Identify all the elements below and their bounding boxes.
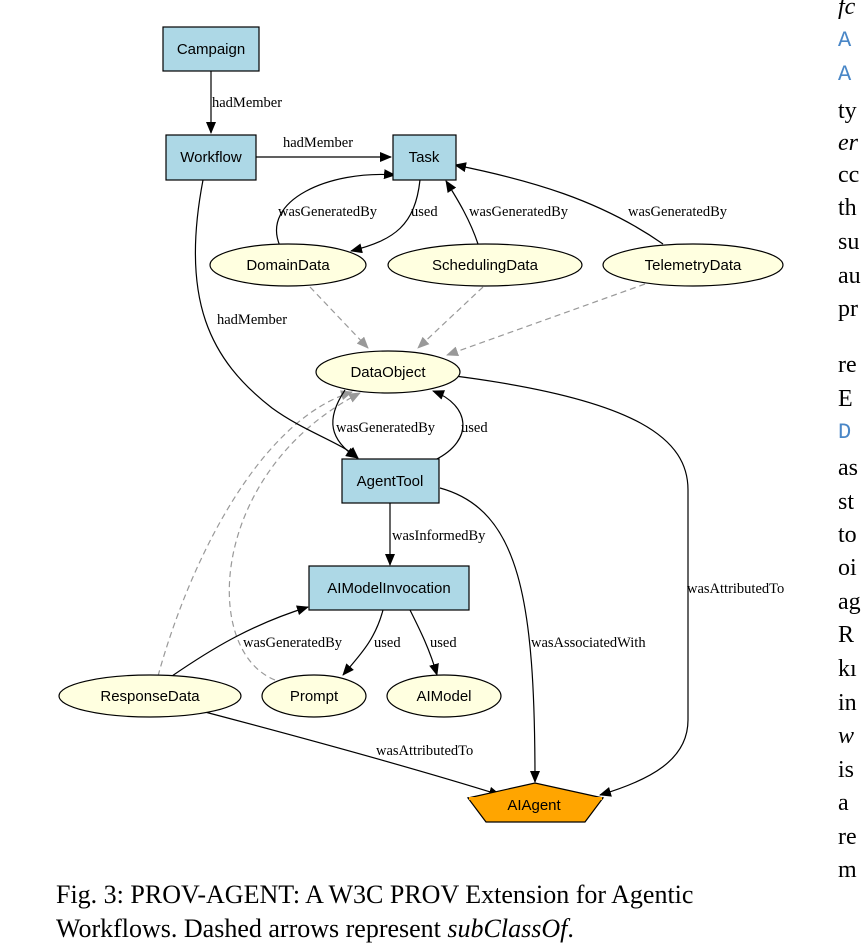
node-ai-model-invocation: AIModelInvocation bbox=[308, 565, 470, 611]
column-line: A bbox=[838, 28, 852, 53]
node-aiagent-label: AIAgent bbox=[507, 797, 561, 814]
label-workflow-task: hadMember bbox=[283, 135, 353, 151]
column-line: to bbox=[838, 522, 857, 548]
node-telemetrydata: TelemetryData bbox=[602, 243, 784, 287]
column-line: ty bbox=[838, 98, 857, 124]
edge-agenttool-aiagent bbox=[439, 487, 540, 783]
edge-labels: hadMember hadMember wasGeneratedBy used … bbox=[212, 95, 784, 759]
column-line: w bbox=[838, 723, 855, 749]
label-invocation-prompt: used bbox=[374, 635, 401, 651]
node-workflow-label: Workflow bbox=[180, 149, 242, 166]
column-line: th bbox=[838, 195, 857, 221]
node-domaindata: DomainData bbox=[209, 243, 367, 287]
label-schedulingdata-task: wasGeneratedBy bbox=[469, 204, 569, 220]
label-workflow-agenttool: hadMember bbox=[217, 312, 287, 328]
label-agenttool-invocation: wasInformedBy bbox=[392, 528, 486, 544]
node-telemetrydata-label: TelemetryData bbox=[645, 257, 742, 274]
label-dataobject-aiagent: wasAttributedTo bbox=[687, 581, 784, 597]
column-line: E bbox=[838, 386, 853, 412]
label-agenttool-aiagent: wasAssociatedWith bbox=[531, 635, 646, 651]
edge-invocation-prompt bbox=[342, 609, 384, 676]
column-line: A bbox=[838, 62, 852, 87]
node-prompt-label: Prompt bbox=[290, 688, 339, 705]
node-campaign: Campaign bbox=[162, 26, 260, 72]
edge-schedulingdata-subclass-dataobject bbox=[417, 286, 484, 349]
column-line: re bbox=[838, 824, 857, 850]
edge-dataobject-agenttool bbox=[332, 389, 358, 459]
column-line: in bbox=[838, 690, 857, 716]
label-domaindata-task: wasGeneratedBy bbox=[278, 204, 378, 220]
column-line: ag bbox=[838, 589, 861, 615]
column-line: as bbox=[838, 455, 858, 481]
column-line: st bbox=[838, 489, 855, 515]
node-campaign-label: Campaign bbox=[177, 41, 245, 58]
edge-invocation-aimodel bbox=[409, 609, 439, 676]
column-line: D bbox=[838, 420, 852, 445]
edge-telemetrydata-task bbox=[454, 162, 664, 245]
label-task-domaindata: used bbox=[411, 204, 438, 220]
relation-edges bbox=[171, 71, 689, 797]
label-telemetrydata-task: wasGeneratedBy bbox=[628, 204, 728, 220]
node-aimodel-label: AIModel bbox=[416, 688, 471, 705]
caption-text: Fig. 3: PROV-AGENT: A W3C PROV Extension… bbox=[56, 880, 694, 943]
column-line: oi bbox=[838, 555, 857, 581]
column-line: m bbox=[838, 857, 857, 883]
column-line: R bbox=[838, 622, 855, 648]
node-domaindata-label: DomainData bbox=[246, 257, 330, 274]
edge-agenttool-dataobject bbox=[432, 390, 464, 461]
label-responsedata-aiagent: wasAttributedTo bbox=[376, 743, 473, 759]
edge-responsedata-aiagent bbox=[204, 711, 501, 797]
node-task-label: Task bbox=[409, 149, 440, 166]
column-line: kı bbox=[838, 656, 857, 682]
column-line: cc bbox=[838, 162, 860, 188]
column-line: er bbox=[838, 130, 858, 156]
figure-caption: Fig. 3: PROV-AGENT: A W3C PROV Extension… bbox=[56, 878, 816, 946]
node-responsedata-label: ResponseData bbox=[100, 688, 200, 705]
node-ai-model-invocation-label: AIModelInvocation bbox=[327, 580, 450, 597]
label-responsedata-invocation: wasGeneratedBy bbox=[243, 635, 343, 651]
column-line: a bbox=[838, 790, 849, 816]
caption-emphasis: subClassOf bbox=[447, 914, 568, 943]
node-dataobject-label: DataObject bbox=[350, 364, 426, 381]
node-responsedata: ResponseData bbox=[58, 674, 242, 718]
edge-responsedata-subclass-dataobject bbox=[157, 390, 353, 677]
provenance-diagram: hadMember hadMember wasGeneratedBy used … bbox=[58, 26, 784, 823]
edge-domaindata-subclass-dataobject bbox=[309, 286, 369, 349]
label-campaign-workflow: hadMember bbox=[212, 95, 282, 111]
node-aimodel: AIModel bbox=[386, 674, 502, 718]
activity-nodes: Campaign Workflow Task AgentTool AIModel… bbox=[162, 26, 470, 611]
node-prompt: Prompt bbox=[261, 674, 367, 718]
label-invocation-aimodel: used bbox=[430, 635, 457, 651]
node-dataobject: DataObject bbox=[315, 350, 461, 394]
column-line: au bbox=[838, 263, 861, 289]
node-schedulingdata-label: SchedulingData bbox=[432, 257, 539, 274]
node-agenttool-label: AgentTool bbox=[357, 473, 424, 490]
edge-telemetrydata-subclass-dataobject bbox=[446, 283, 646, 356]
column-line: fc bbox=[838, 0, 856, 20]
edge-dataobject-aiagent bbox=[454, 375, 689, 797]
node-task: Task bbox=[392, 134, 457, 181]
node-aiagent: AIAgent bbox=[466, 782, 605, 823]
edge-domaindata-task bbox=[276, 169, 396, 247]
entity-nodes: DomainData SchedulingData TelemetryData … bbox=[58, 243, 784, 718]
edge-responsedata-invocation bbox=[171, 605, 309, 677]
node-agenttool: AgentTool bbox=[341, 458, 440, 504]
edge-task-domaindata bbox=[350, 179, 421, 254]
label-dataobject-agenttool: wasGeneratedBy bbox=[336, 420, 436, 436]
column-line: pr bbox=[838, 296, 858, 322]
node-workflow: Workflow bbox=[165, 134, 257, 181]
caption-suffix: . bbox=[567, 914, 574, 943]
column-line: re bbox=[838, 352, 857, 378]
edge-workflow-agenttool bbox=[194, 179, 359, 459]
edge-schedulingdata-task bbox=[445, 180, 479, 245]
node-schedulingdata: SchedulingData bbox=[387, 243, 583, 287]
label-agenttool-dataobject: used bbox=[461, 420, 488, 436]
column-line: is bbox=[838, 757, 855, 783]
column-line: su bbox=[838, 229, 860, 255]
